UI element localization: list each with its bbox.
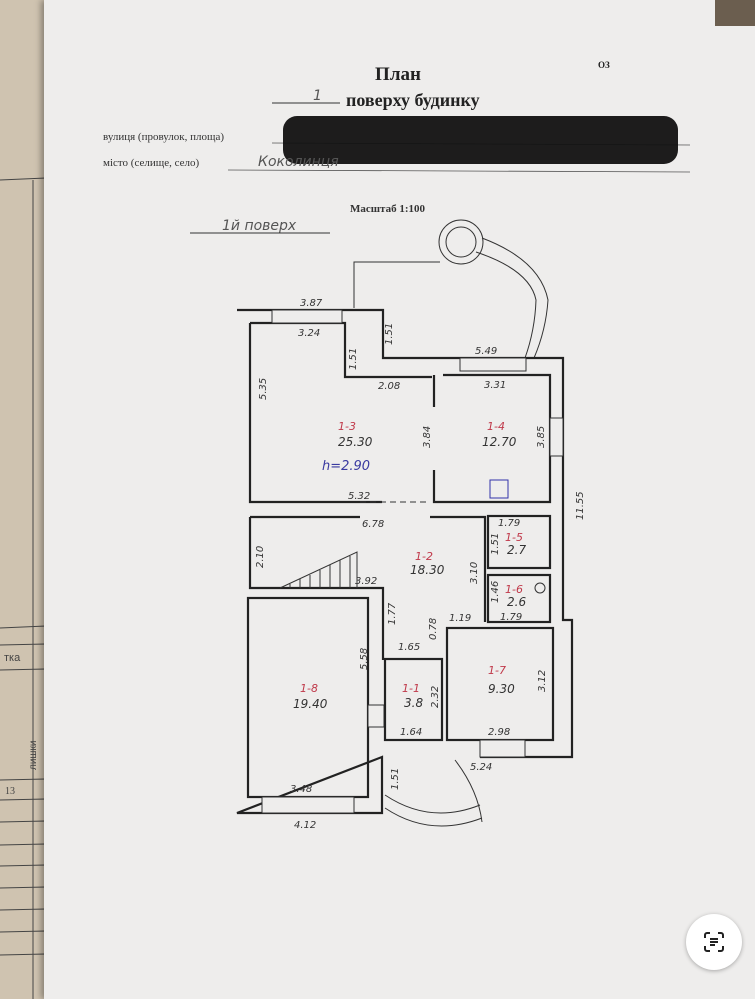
room-labels: 1-3 25.30 1-4 12.70 1-2 18.30 1-5 2.7 1-… bbox=[293, 420, 526, 711]
document-subtitle: поверху будинку bbox=[346, 90, 480, 110]
room-area: 2.7 bbox=[507, 543, 526, 557]
left-page-column-label: лишки bbox=[28, 741, 39, 770]
document-page bbox=[44, 0, 755, 999]
dimension: 1.51 bbox=[490, 533, 501, 555]
left-page-value: 13 bbox=[5, 786, 15, 797]
room-area: 2.6 bbox=[507, 595, 526, 609]
scale-label: Масштаб 1:100 bbox=[350, 203, 426, 215]
dimension: 3.84 bbox=[422, 426, 433, 448]
room-id: 1-7 bbox=[488, 664, 506, 677]
building-walls bbox=[236, 219, 574, 827]
dimension-labels: 3.87 3.24 1.51 1.51 5.35 2.08 5.49 3.31 … bbox=[255, 298, 586, 831]
room-id: 1-1 bbox=[402, 682, 420, 695]
adjacent-page-table: тка лишки 13 bbox=[0, 177, 47, 999]
dimension: 5.32 bbox=[348, 491, 370, 502]
dimension: 1.46 bbox=[490, 581, 501, 603]
room-area: 18.30 bbox=[410, 563, 445, 577]
text-scan-icon bbox=[704, 932, 724, 952]
room-id: 1-6 bbox=[505, 583, 523, 596]
dimension: 3.92 bbox=[355, 576, 377, 587]
table-surface bbox=[715, 0, 755, 26]
stove-icon bbox=[489, 479, 509, 499]
room-area: 25.30 bbox=[338, 435, 373, 449]
room-id: 1-3 bbox=[338, 420, 356, 433]
dimension: 11.55 bbox=[575, 491, 586, 520]
dimension: 1.51 bbox=[384, 323, 395, 345]
room-area: 19.40 bbox=[293, 697, 328, 711]
dimension: 2.08 bbox=[378, 381, 400, 392]
dimension: 1.77 bbox=[387, 602, 398, 625]
dimension: 3.12 bbox=[537, 670, 548, 692]
left-page-header: тка bbox=[4, 652, 21, 664]
ceiling-height: h=2.90 bbox=[322, 459, 370, 474]
dimension: 2.32 bbox=[430, 686, 441, 708]
dimension: 1.79 bbox=[500, 612, 522, 623]
floor-number: 1 bbox=[313, 88, 322, 104]
room-id: 1-8 bbox=[300, 682, 318, 695]
room-area: 12.70 bbox=[482, 435, 517, 449]
dimension: 3.24 bbox=[298, 328, 320, 339]
redacted-address bbox=[283, 116, 678, 164]
adjacent-page: тка лишки 13 bbox=[0, 0, 48, 999]
dimension: 0.78 bbox=[428, 618, 439, 640]
dimension: 2.10 bbox=[255, 546, 266, 568]
city-value: Коколинця bbox=[258, 154, 339, 170]
dimension: 4.12 bbox=[294, 820, 316, 831]
dimension: 3.85 bbox=[536, 426, 547, 448]
dimension: 3.31 bbox=[484, 380, 506, 391]
dimension: 3.87 bbox=[300, 298, 323, 309]
dimension: 3.48 bbox=[290, 784, 312, 795]
city-line bbox=[227, 169, 691, 173]
dimension: 2.98 bbox=[488, 727, 510, 738]
room-id: 1-5 bbox=[505, 531, 523, 544]
toilet-icon bbox=[534, 582, 546, 594]
dimension: 1.51 bbox=[390, 768, 401, 790]
corner-mark: ОЗ bbox=[598, 60, 610, 70]
dimension: 1.65 bbox=[398, 642, 420, 653]
room-id: 1-4 bbox=[487, 420, 505, 433]
dimension: 6.78 bbox=[362, 519, 384, 530]
room-area: 9.30 bbox=[488, 682, 515, 696]
dimension: 5.35 bbox=[258, 378, 269, 400]
room-id: 1-2 bbox=[415, 550, 433, 563]
floor-note: 1й поверх bbox=[222, 218, 297, 234]
scan-text-button[interactable] bbox=[686, 914, 742, 970]
document-title: План bbox=[375, 64, 421, 85]
dimension: 5.24 bbox=[470, 762, 492, 773]
dimension: 1.79 bbox=[498, 518, 520, 529]
dimension: 1.51 bbox=[348, 348, 359, 370]
room-area: 3.8 bbox=[404, 696, 423, 710]
city-label: місто (селище, село) bbox=[103, 157, 199, 169]
dimension: 3.10 bbox=[469, 562, 480, 584]
dimension: 1.64 bbox=[400, 727, 422, 738]
street-label: вулиця (провулок, площа) bbox=[103, 131, 224, 143]
dimension: 1.19 bbox=[449, 613, 471, 624]
dimension: 5.49 bbox=[475, 346, 497, 357]
dimension: 5.58 bbox=[359, 648, 370, 670]
